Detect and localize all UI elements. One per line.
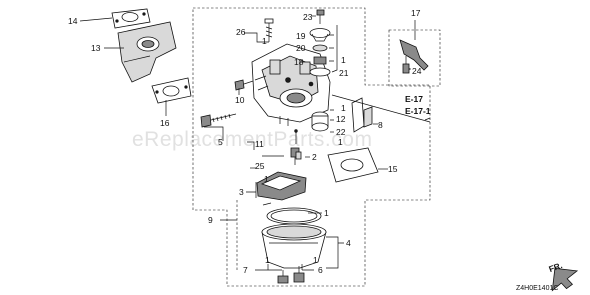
callout-21: 21 [339, 68, 349, 78]
part-1-oring [266, 207, 322, 225]
reference-e17: E-17 [405, 94, 423, 104]
callout-15: 15 [388, 164, 398, 174]
part-6-bolt [293, 266, 305, 283]
callout-10: 10 [235, 95, 245, 105]
callout-labels: 14 13 16 26 1 10 5 11 25 3 1 9 23 19 20 … [68, 8, 564, 292]
callout-17: 17 [411, 8, 421, 18]
part-8-bracket [351, 97, 373, 133]
carburetor-body [251, 43, 331, 126]
part-7-drain-screw [277, 270, 289, 284]
part-24-screw [402, 63, 410, 74]
part-11-needle [294, 129, 298, 144]
part-20-washer [312, 44, 328, 52]
callout-24: 24 [412, 66, 422, 76]
callout-20: 20 [296, 43, 306, 53]
callout-1g: 1 [265, 255, 270, 265]
part-16-gasket [151, 77, 192, 104]
part-19-cover [309, 28, 331, 42]
leader-lines [79, 15, 431, 271]
callout-13: 13 [91, 43, 101, 53]
callout-26: 26 [236, 27, 246, 37]
callout-8: 8 [378, 120, 383, 130]
callout-9: 9 [208, 215, 213, 225]
callout-1c: 1 [341, 55, 346, 65]
part-13-insulator [117, 21, 177, 83]
callout-4: 4 [346, 238, 351, 248]
choke-inset-box [388, 29, 441, 87]
callout-3: 3 [239, 187, 244, 197]
part-4-float-bowl [261, 223, 327, 269]
callout-19: 19 [296, 31, 306, 41]
part-5-screw [200, 113, 237, 128]
callout-1h: 1 [313, 255, 318, 265]
callout-2: 2 [312, 152, 317, 162]
part-18-nut [313, 56, 327, 65]
front-direction-arrow-icon [551, 267, 579, 292]
callout-1d: 1 [341, 103, 346, 113]
callout-1a: 1 [262, 36, 267, 46]
diagram-code: Z4H0E1401C [516, 285, 558, 292]
callout-1b: 1 [264, 174, 269, 184]
part-3-float [256, 171, 307, 206]
callout-16: 16 [160, 118, 170, 128]
reference-e17-1: E-17-1 [405, 106, 431, 116]
part-14-gasket [111, 8, 151, 29]
callout-18: 18 [294, 57, 304, 67]
callout-14: 14 [68, 16, 78, 26]
callout-22: 22 [336, 127, 346, 137]
callout-25: 25 [255, 161, 265, 171]
callout-12: 12 [336, 114, 346, 124]
part-26-screw [264, 18, 274, 42]
callout-23: 23 [303, 12, 313, 22]
callout-5: 5 [218, 137, 223, 147]
watermark-text: eReplacementParts.com [132, 128, 372, 151]
direction-label: FR. [547, 260, 563, 274]
callout-7: 7 [243, 265, 248, 275]
part-15-gasket [327, 147, 379, 183]
callout-1e: 1 [338, 137, 343, 147]
callout-1f: 1 [324, 208, 329, 218]
callout-6: 6 [318, 265, 323, 275]
part-23-screw [316, 9, 325, 24]
part-21-plate [309, 67, 331, 77]
callout-11: 11 [255, 139, 264, 149]
part-12-seal [311, 111, 329, 132]
part-2-jet [295, 151, 302, 160]
